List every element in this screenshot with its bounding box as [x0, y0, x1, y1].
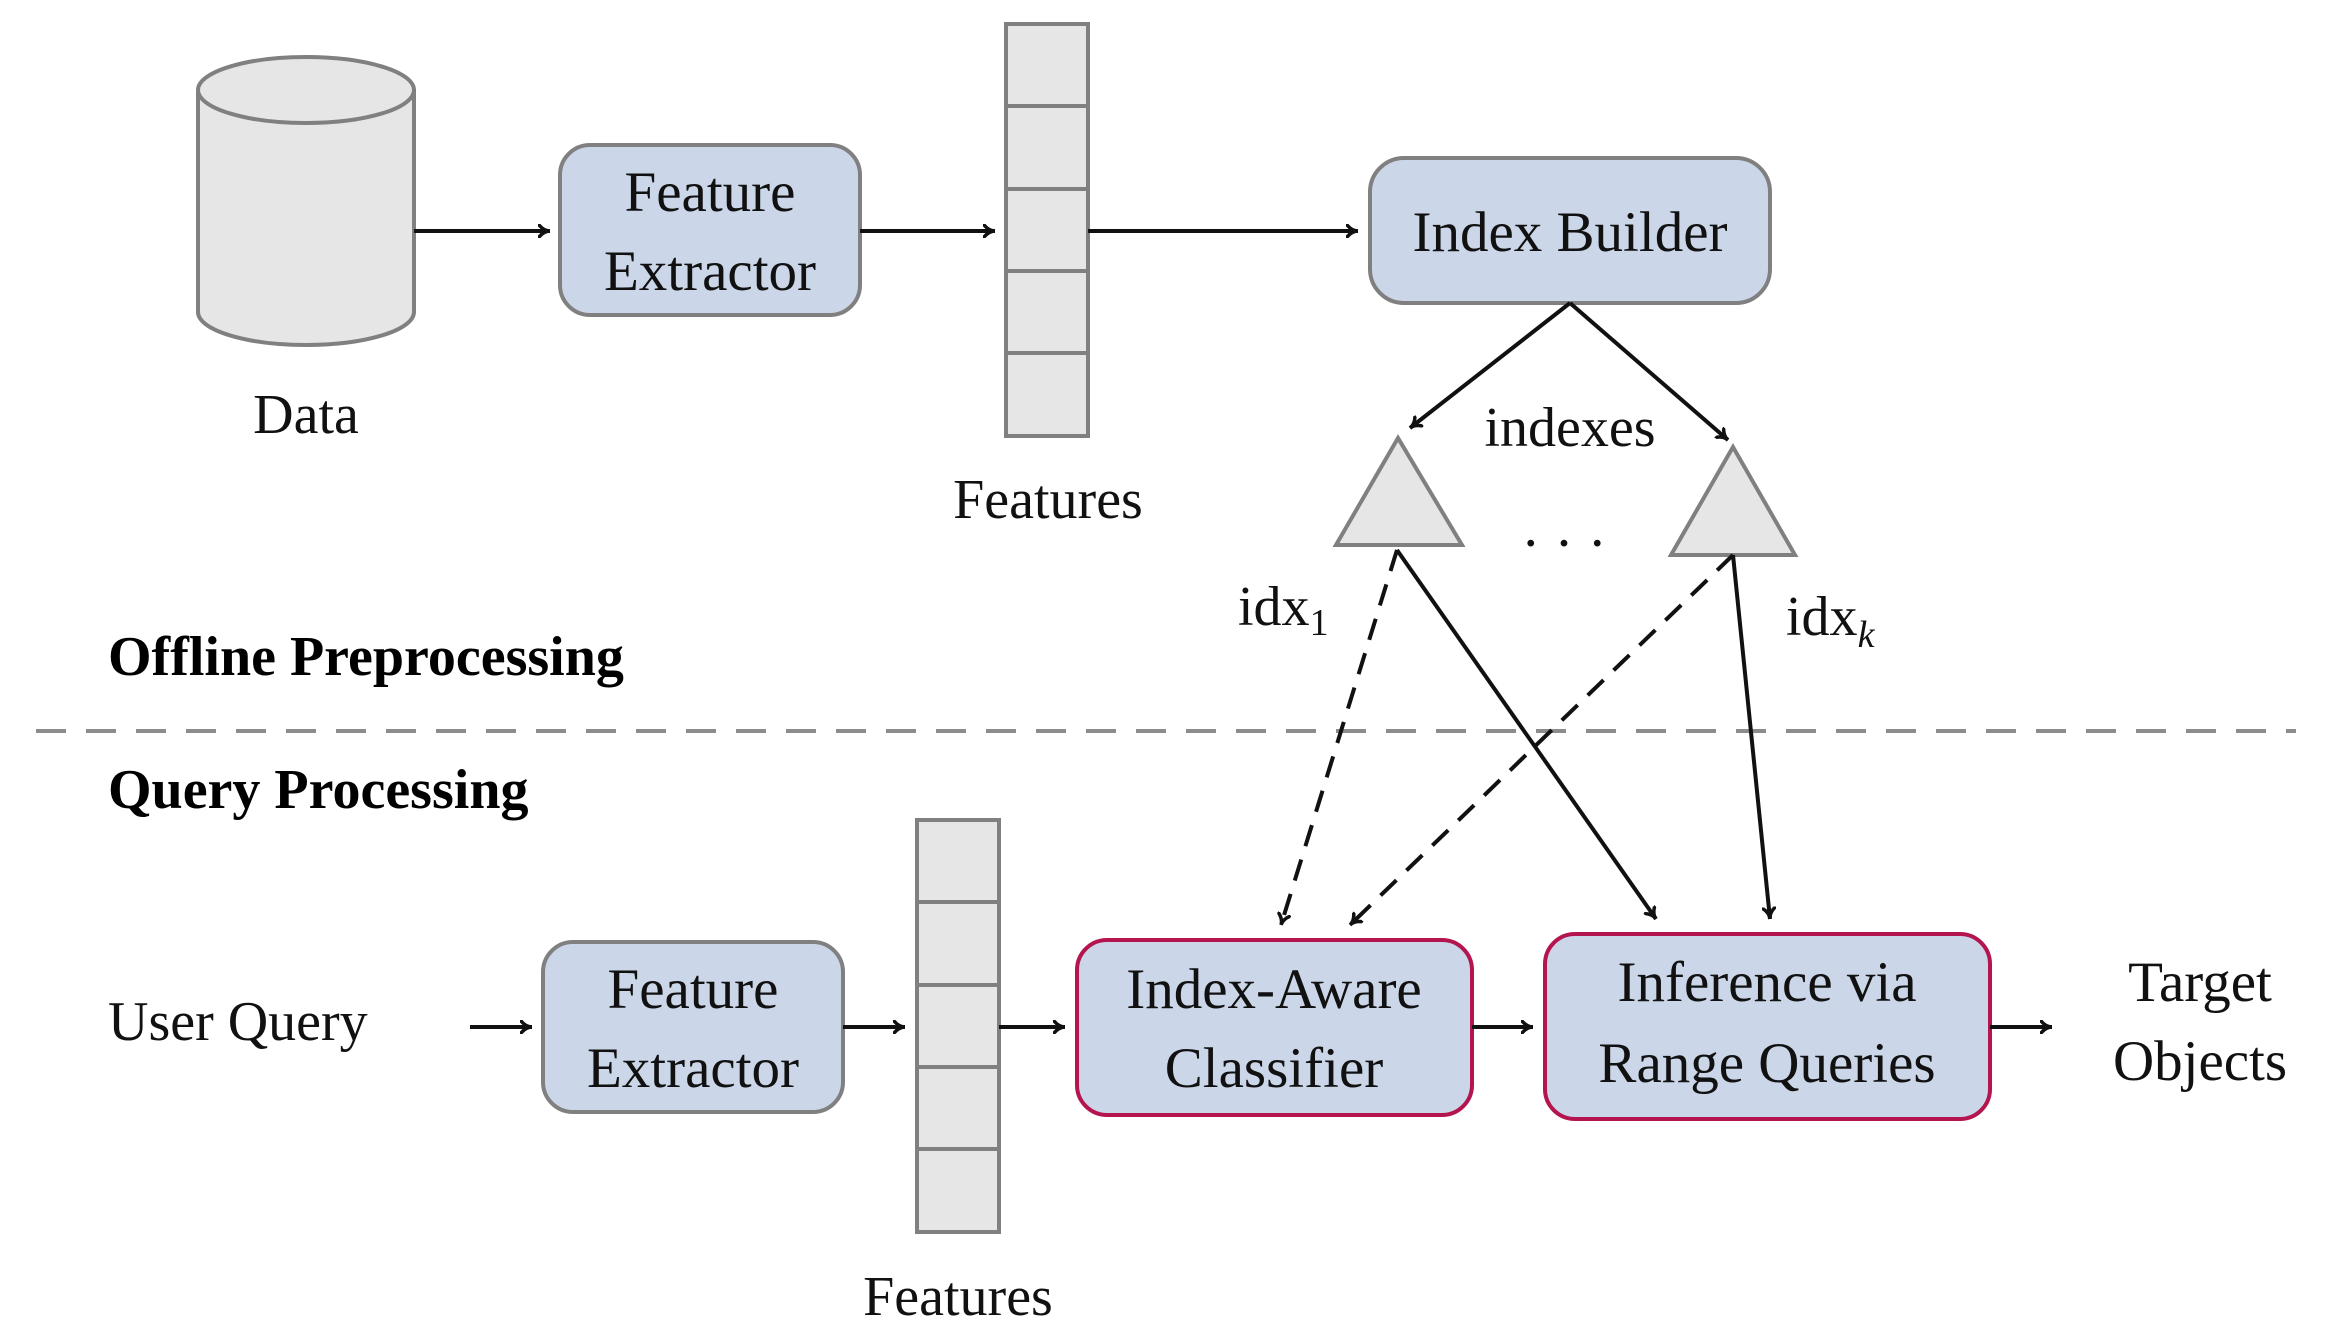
index-k-triangle	[1667, 442, 1799, 557]
query-features-vector	[915, 818, 1001, 1234]
indexes-label: indexes	[1484, 397, 1655, 459]
offline-feature-extractor-line2: Extractor	[604, 240, 816, 303]
query-features-label: Features	[863, 1266, 1053, 1328]
arrow-builder-to-idx1	[1408, 301, 1572, 430]
idxk-label: idxk	[1786, 586, 1876, 656]
classifier-line2: Classifier	[1165, 1037, 1383, 1100]
dashed-arrow-idx1-to-classifier	[1281, 549, 1399, 925]
target-line1: Target	[2128, 951, 2272, 1014]
index-1-triangle	[1332, 434, 1466, 547]
idx1-label: idx1	[1238, 576, 1329, 644]
offline-section-label: Offline Preprocessing	[108, 626, 624, 688]
ellipsis-label: · · ·	[1521, 512, 1606, 575]
offline-feature-extractor-line1: Feature	[625, 161, 796, 224]
data-label: Data	[253, 384, 359, 446]
inference-line1: Inference via	[1617, 951, 1916, 1014]
arrow-idx1-to-inference	[1395, 548, 1658, 921]
arrow-builder-to-idxk	[1568, 301, 1730, 442]
offline-features-label: Features	[953, 469, 1143, 531]
database-icon	[196, 55, 416, 347]
classifier-line1: Index-Aware	[1126, 958, 1421, 1021]
index-builder-label: Index Builder	[1412, 201, 1727, 264]
cylinder-top	[196, 55, 416, 125]
query-feature-extractor-line2: Extractor	[587, 1037, 799, 1100]
inference-line2: Range Queries	[1598, 1032, 1935, 1095]
dashed-arrow-idxk-to-classifier	[1348, 553, 1735, 927]
cylinder-body	[196, 90, 416, 347]
target-line2: Objects	[2113, 1030, 2287, 1093]
offline-features-vector	[1004, 22, 1090, 438]
arrow-idxk-to-inference	[1731, 554, 1770, 919]
query-section-label: Query Processing	[108, 759, 528, 821]
query-feature-extractor-line1: Feature	[608, 958, 779, 1021]
user-query-label: User Query	[108, 991, 368, 1053]
